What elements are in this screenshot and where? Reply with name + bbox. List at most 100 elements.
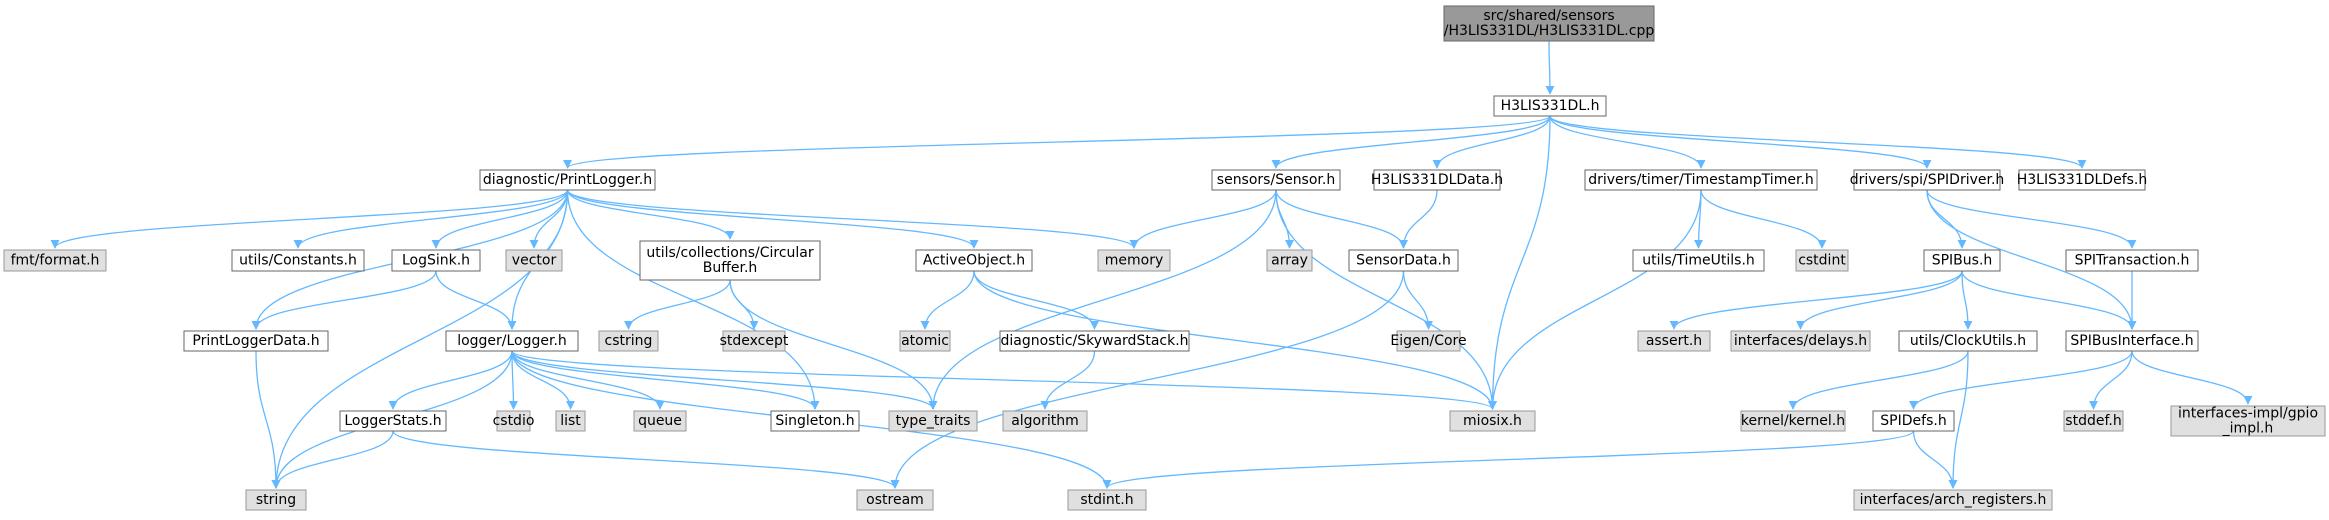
- node-kernel: kernel/kernel.h: [1740, 410, 1846, 432]
- node-box: [1373, 169, 1501, 191]
- node-logger[interactable]: logger/Logger.h: [445, 330, 579, 352]
- node-label: list: [560, 413, 581, 429]
- node-printlogger[interactable]: diagnostic/PrintLogger.h: [479, 169, 656, 191]
- node-label: LoggerStats.h: [344, 413, 441, 429]
- edge: [1549, 115, 2087, 169]
- node-spibusif[interactable]: SPIBusInterface.h: [2065, 330, 2199, 352]
- edge-printloggerdata-to-string: [255, 350, 281, 489]
- node-box: [245, 489, 307, 511]
- edge-logger-to-typetraits: [511, 350, 938, 410]
- edge: [928, 189, 1277, 410]
- node-activeobj[interactable]: ActiveObject.h: [915, 249, 1033, 272]
- node-spidriver[interactable]: drivers/spi/SPIDriver.h: [1850, 169, 2005, 191]
- node-h3lis[interactable]: H3LIS331DL.h: [1493, 95, 1607, 117]
- edge-activeobj-to-skyward: [973, 270, 1100, 330]
- node-box: [339, 410, 447, 432]
- node-label: drivers/timer/TimestampTimer.h: [1588, 172, 1814, 188]
- node-label: memory: [1105, 253, 1164, 269]
- edge: [511, 350, 938, 410]
- edge-spibus-to-assert: [1669, 270, 1963, 330]
- edge: [1545, 40, 1555, 95]
- edge-spibusif-to-spidefs: [1909, 350, 2133, 410]
- edge: [511, 350, 665, 410]
- edge-logger-to-queue: [511, 350, 665, 410]
- node-ostream: ostream: [856, 489, 934, 511]
- node-label: sensors/Sensor.h: [1217, 172, 1335, 188]
- node-loggerstats[interactable]: LoggerStats.h: [339, 410, 447, 432]
- edge: [255, 350, 281, 489]
- edge-printlogger-to-singleton: [566, 189, 820, 410]
- node-skyward[interactable]: diagnostic/SkywardStack.h: [999, 330, 1190, 352]
- edge-skyward-to-algorithm: [1040, 350, 1096, 410]
- edge-circbuf-to-typetraits: [729, 279, 938, 410]
- edge-printlogger-to-fmt: [50, 189, 569, 249]
- node-root: src/shared/sensors/H3LIS331DL/H3LIS331DL…: [1443, 5, 1655, 42]
- edge-clockutils-to-kernel: [1788, 350, 1969, 410]
- node-label: H3LIS331DL.h: [1501, 98, 1600, 114]
- node-constants[interactable]: utils/Constants.h: [231, 249, 365, 272]
- edge-h3lis-to-spidriver: [1549, 115, 1932, 169]
- node-label: utils/collections/Circular: [646, 245, 813, 261]
- node-spitrans[interactable]: SPITransaction.h: [2065, 249, 2199, 272]
- edge: [1912, 430, 1958, 489]
- edge-timestamp-to-timeutils: [1693, 189, 1704, 249]
- node-box: [2065, 330, 2199, 352]
- node-label: ActiveObject.h: [923, 253, 1025, 269]
- node-label: _impl.h: [2222, 421, 2274, 437]
- node-spidefs[interactable]: SPIDefs.h: [1872, 410, 1955, 432]
- node-h3data[interactable]: H3LIS331DLData.h: [1371, 169, 1503, 191]
- node-printloggerdata[interactable]: PrintLoggerData.h: [183, 330, 329, 352]
- node-algorithm: algorithm: [1002, 410, 1088, 432]
- node-singleton[interactable]: Singleton.h: [770, 410, 860, 432]
- node-box: [445, 330, 579, 352]
- edge-spibus-to-clockutils: [1961, 270, 1973, 330]
- node-clockutils[interactable]: utils/ClockUtils.h: [1898, 330, 2038, 352]
- node-label: PrintLoggerData.h: [192, 333, 319, 349]
- node-label: fmt/format.h: [11, 253, 100, 269]
- node-timeutils[interactable]: utils/TimeUtils.h: [1632, 249, 1765, 272]
- node-label: assert.h: [1646, 333, 1702, 349]
- node-timestamp[interactable]: drivers/timer/TimestampTimer.h: [1584, 169, 1818, 191]
- node-label: atomic: [901, 333, 949, 349]
- node-sensor[interactable]: sensors/Sensor.h: [1211, 169, 1341, 191]
- node-box: [183, 330, 329, 352]
- edge: [1669, 270, 1963, 330]
- edge-logger-to-singleton: [511, 350, 820, 410]
- node-sensordata[interactable]: SensorData.h: [1348, 249, 1459, 272]
- node-box: [2065, 249, 2199, 272]
- node-label: H3LIS331DLDefs.h: [2017, 172, 2148, 188]
- node-label: SPIBusInterface.h: [2070, 333, 2193, 349]
- edge: [388, 350, 513, 410]
- edge: [1275, 189, 1295, 249]
- node-label: utils/ClockUtils.h: [1910, 333, 2026, 349]
- edge: [1948, 350, 1969, 489]
- node-box: [1211, 169, 1341, 191]
- edge-sensordata-to-eigen: [1402, 270, 1434, 330]
- edge-printlogger-to-circbuf: [566, 189, 735, 240]
- node-string: string: [245, 489, 307, 511]
- node-box: [639, 240, 821, 281]
- edge: [50, 189, 569, 249]
- edge: [1487, 189, 1702, 410]
- node-cstdint: cstdint: [1795, 249, 1849, 272]
- edge-printlogger-to-memory: [566, 189, 1139, 249]
- node-assert: assert.h: [1637, 330, 1711, 352]
- node-label: SPITransaction.h: [2075, 253, 2190, 269]
- edge: [1040, 350, 1096, 410]
- edge: [1926, 189, 2137, 330]
- edge: [566, 189, 979, 249]
- node-box: [770, 410, 860, 432]
- node-box: [1923, 249, 2001, 272]
- node-label: src/shared/sensors: [1483, 8, 1614, 24]
- edge-h3lis-to-sensor: [1271, 115, 1551, 169]
- node-logsink[interactable]: LogSink.h: [391, 249, 481, 272]
- node-archreg: interfaces/arch_registers.h: [1853, 489, 2053, 511]
- node-spibus[interactable]: SPIBus.h: [1923, 249, 2001, 272]
- node-layer: src/shared/sensors/H3LIS331DL/H3LIS331DL…: [3, 5, 2326, 511]
- edge: [1909, 350, 2133, 410]
- node-h3defs[interactable]: H3LIS331DLDefs.h: [2017, 169, 2148, 191]
- edge-spibusif-to-gpioimpl: [2131, 350, 2253, 405]
- edge: [1275, 189, 1498, 410]
- node-cstdio: cstdio: [493, 410, 534, 432]
